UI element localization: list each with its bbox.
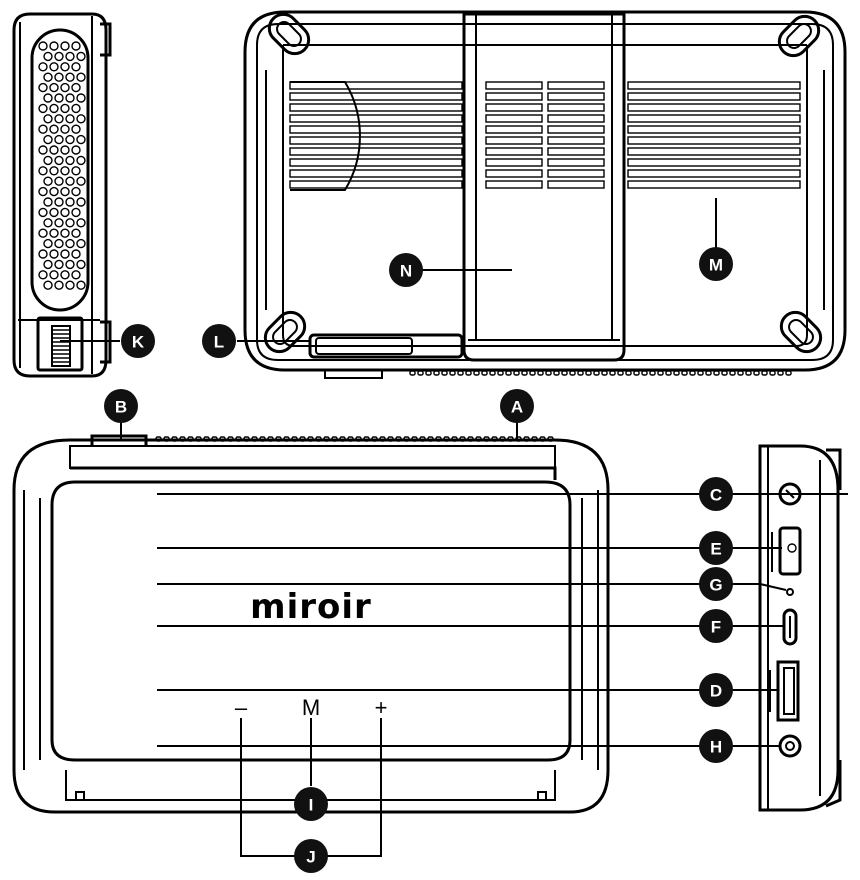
callout-f: F xyxy=(699,609,733,643)
power-button[interactable] xyxy=(90,434,148,446)
callout-letter: F xyxy=(711,618,721,637)
vent-slots-right xyxy=(627,81,801,189)
headphone-jack[interactable] xyxy=(778,734,802,758)
vent-slots-left xyxy=(289,81,463,189)
usb-c-port[interactable] xyxy=(782,608,798,646)
rubber-foot-bottom-left xyxy=(263,310,307,354)
kickstand[interactable] xyxy=(462,12,626,362)
handle-recess xyxy=(308,333,464,359)
callout-letter: D xyxy=(710,682,722,701)
callout-c: C xyxy=(699,477,733,511)
callout-g: G xyxy=(699,567,733,601)
callout-m: M xyxy=(699,247,733,281)
rubber-foot-top-left xyxy=(267,12,311,56)
volume-down-button[interactable]: – xyxy=(235,695,248,720)
status-led xyxy=(786,588,794,596)
callout-letter: E xyxy=(710,540,721,559)
rubber-foot-bottom-right xyxy=(779,310,823,354)
side-vent-holes xyxy=(38,41,86,290)
fan-outline xyxy=(290,81,361,191)
focus-wheel-frame xyxy=(36,316,84,372)
callout-b: B xyxy=(104,389,138,423)
callout-letter: L xyxy=(214,333,224,352)
callout-i: I xyxy=(294,787,328,821)
callout-letter: I xyxy=(309,796,314,815)
brand-logo: miroir xyxy=(250,587,372,627)
callout-d: D xyxy=(699,673,733,707)
callout-letter: A xyxy=(511,398,523,417)
callout-letter: M xyxy=(709,256,723,275)
leader-lines xyxy=(60,198,848,857)
volume-up-button[interactable]: + xyxy=(375,695,388,720)
callout-k: K xyxy=(121,324,155,358)
callout-letter: C xyxy=(710,486,722,505)
rubber-foot-top-right xyxy=(777,14,821,58)
mode-button[interactable]: M xyxy=(302,695,320,720)
side-view-left xyxy=(12,12,112,378)
front-panel xyxy=(50,480,572,762)
top-view xyxy=(243,10,847,379)
callout-letter: N xyxy=(400,262,412,281)
side-vent-grille xyxy=(30,28,90,312)
callout-letter: H xyxy=(710,738,722,757)
callout-a: A xyxy=(500,389,534,423)
usb-port[interactable] xyxy=(771,526,802,576)
callout-letter: K xyxy=(132,333,145,352)
callout-letter: B xyxy=(115,398,127,417)
side-view-right xyxy=(758,444,842,812)
callout-h: H xyxy=(699,729,733,763)
callout-j: J xyxy=(294,839,328,873)
callout-n: N xyxy=(389,253,423,287)
callout-e: E xyxy=(699,531,733,565)
callout-badges: A B C D E F G H I J K L M N xyxy=(104,247,733,873)
callout-l: L xyxy=(202,324,236,358)
focus-wheel[interactable] xyxy=(51,325,71,367)
front-view: miroir – M + xyxy=(12,434,610,814)
callout-letter: G xyxy=(709,576,722,595)
callout-letter: J xyxy=(306,848,315,867)
